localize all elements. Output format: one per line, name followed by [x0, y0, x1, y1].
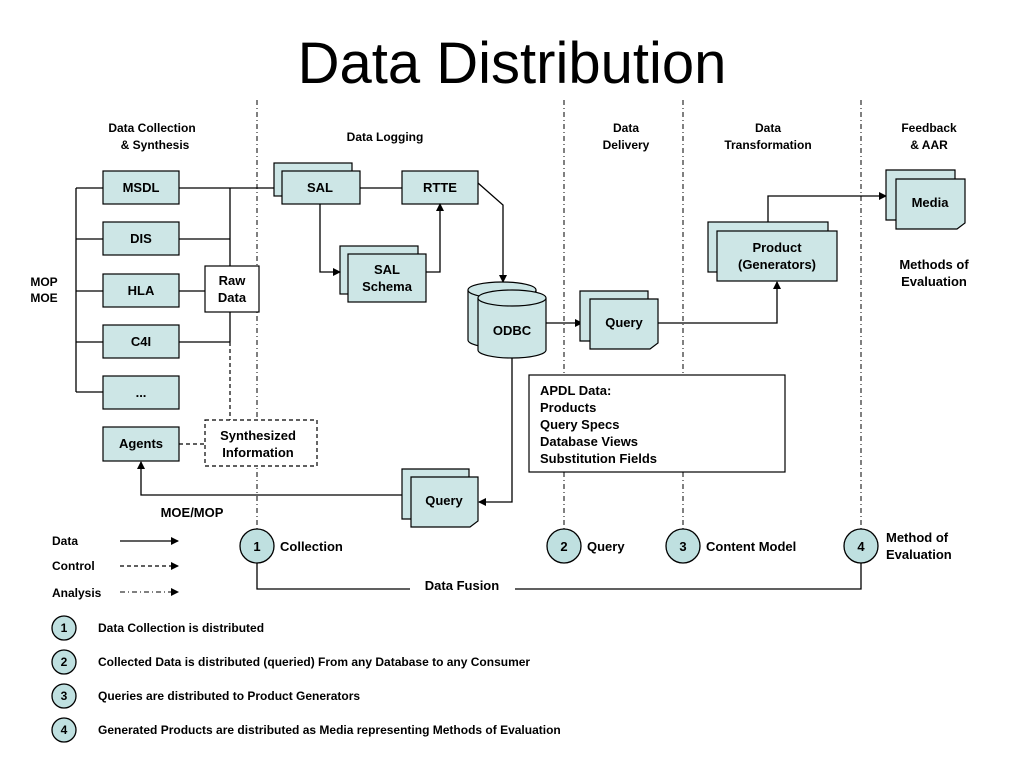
methods-eval-label-1: Methods of	[899, 257, 969, 272]
header-feedback-1: Feedback	[901, 121, 957, 135]
note-number: 4	[61, 723, 68, 737]
note-3: 3 Queries are distributed to Product Gen…	[51, 683, 360, 709]
query-feedback-label: Query	[425, 493, 463, 508]
raw-data-box[interactable]: Raw Data	[204, 265, 260, 313]
header-feedback-2: & AAR	[910, 138, 948, 152]
page-title: Data Distribution	[298, 31, 727, 96]
synth-label-1: Synthesized	[220, 428, 296, 443]
step-number: 3	[679, 539, 686, 554]
header-transformation-1: Data	[755, 121, 781, 135]
apdl-line: Database Views	[540, 434, 638, 449]
sal-to-schema-arrow	[319, 204, 341, 276]
source-label: C4I	[131, 334, 151, 349]
source-box-dis[interactable]: DIS	[102, 221, 180, 256]
header-collection-2: & Synthesis	[121, 138, 190, 152]
note-number: 2	[61, 655, 68, 669]
source-box-more[interactable]: ...	[102, 375, 180, 410]
media-label: Media	[912, 195, 950, 210]
synth-label-2: Information	[222, 445, 294, 460]
step-3: 3 Content Model	[665, 528, 796, 564]
source-label: MSDL	[123, 180, 160, 195]
data-fusion-bracket: Data Fusion	[256, 563, 862, 593]
apdl-data-box: APDL Data: Products Query Specs Database…	[528, 374, 786, 473]
methods-eval-label-2: Evaluation	[901, 274, 967, 289]
legend-data-label: Data	[52, 534, 78, 548]
note-text: Collected Data is distributed (queried) …	[98, 655, 530, 669]
step-label: Query	[587, 539, 625, 554]
header-delivery-2: Delivery	[603, 138, 650, 152]
step-label: Content Model	[706, 539, 796, 554]
step-2: 2 Query	[546, 528, 625, 564]
sal-label: SAL	[307, 180, 333, 195]
moe-label: MOE	[30, 291, 57, 305]
step-4: 4 Method of Evaluation	[843, 528, 952, 564]
odbc-label: ODBC	[493, 323, 532, 338]
sal-schema-label-1: SAL	[374, 262, 400, 277]
product-label-1: Product	[752, 240, 802, 255]
rtte-label: RTTE	[423, 180, 457, 195]
query-delivery-box[interactable]: Query	[579, 290, 659, 350]
sal-schema-box[interactable]: SAL Schema	[339, 245, 427, 303]
data-fusion-label: Data Fusion	[425, 578, 499, 593]
note-number: 1	[61, 621, 68, 635]
step-label-2: Evaluation	[886, 547, 952, 562]
source-label: HLA	[128, 283, 155, 298]
step-label: Collection	[280, 539, 343, 554]
note-2: 2 Collected Data is distributed (queried…	[51, 649, 530, 675]
raw-data-label-1: Raw	[219, 273, 247, 288]
source-box-msdl[interactable]: MSDL	[102, 170, 180, 205]
agents-label: Agents	[119, 436, 163, 451]
synthesized-info-box[interactable]: Synthesized Information	[204, 419, 318, 467]
source-box-hla[interactable]: HLA	[102, 273, 180, 308]
header-transformation-2: Transformation	[724, 138, 811, 152]
product-label-2: (Generators)	[738, 257, 816, 272]
raw-data-label-2: Data	[218, 290, 247, 305]
note-text: Generated Products are distributed as Me…	[98, 723, 561, 737]
mop-label: MOP	[30, 275, 57, 289]
sal-schema-label-2: Schema	[362, 279, 413, 294]
step-number: 2	[560, 539, 567, 554]
note-4: 4 Generated Products are distributed as …	[51, 717, 561, 743]
legend-control-label: Control	[52, 559, 95, 573]
step-label: Method of	[886, 530, 949, 545]
source-box-c4i[interactable]: C4I	[102, 324, 180, 359]
source-label: ...	[136, 385, 147, 400]
source-bracket	[75, 187, 103, 393]
step-number: 1	[253, 539, 260, 554]
rtte-box[interactable]: RTTE	[401, 170, 479, 205]
note-text: Queries are distributed to Product Gener…	[98, 689, 360, 703]
query-to-agents-arrow	[137, 461, 402, 496]
apdl-line: Substitution Fields	[540, 451, 657, 466]
apdl-line: Products	[540, 400, 596, 415]
query-to-product-arrow	[658, 281, 781, 324]
note-text: Data Collection is distributed	[98, 621, 264, 635]
product-to-media-arrow	[767, 192, 887, 222]
note-number: 3	[61, 689, 68, 703]
query-delivery-label: Query	[605, 315, 643, 330]
sal-box[interactable]: SAL	[273, 162, 361, 205]
moe-mop-label: MOE/MOP	[161, 505, 224, 520]
agents-box[interactable]: Agents	[102, 426, 180, 462]
rtte-to-odbc-arrow	[477, 182, 507, 283]
source-label: DIS	[130, 231, 152, 246]
product-generators-box[interactable]: Product (Generators)	[707, 221, 838, 282]
odbc-to-query-feedback-arrow	[478, 358, 513, 506]
header-logging: Data Logging	[347, 130, 424, 144]
legend-analysis-label: Analysis	[52, 586, 102, 600]
apdl-line: APDL Data:	[540, 383, 611, 398]
schema-to-rtte-arrow	[426, 203, 444, 273]
apdl-line: Query Specs	[540, 417, 620, 432]
legend: Data Control Analysis	[52, 534, 179, 600]
step-1: 1 Collection	[239, 528, 343, 564]
header-delivery-1: Data	[613, 121, 639, 135]
source-bus-lines	[179, 184, 283, 422]
note-1: 1 Data Collection is distributed	[51, 615, 264, 641]
step-number: 4	[857, 539, 865, 554]
query-feedback-box[interactable]: Query	[401, 468, 479, 528]
media-box[interactable]: Media	[885, 169, 966, 230]
header-collection-1: Data Collection	[108, 121, 195, 135]
odbc-database[interactable]: ODBC	[467, 281, 547, 359]
